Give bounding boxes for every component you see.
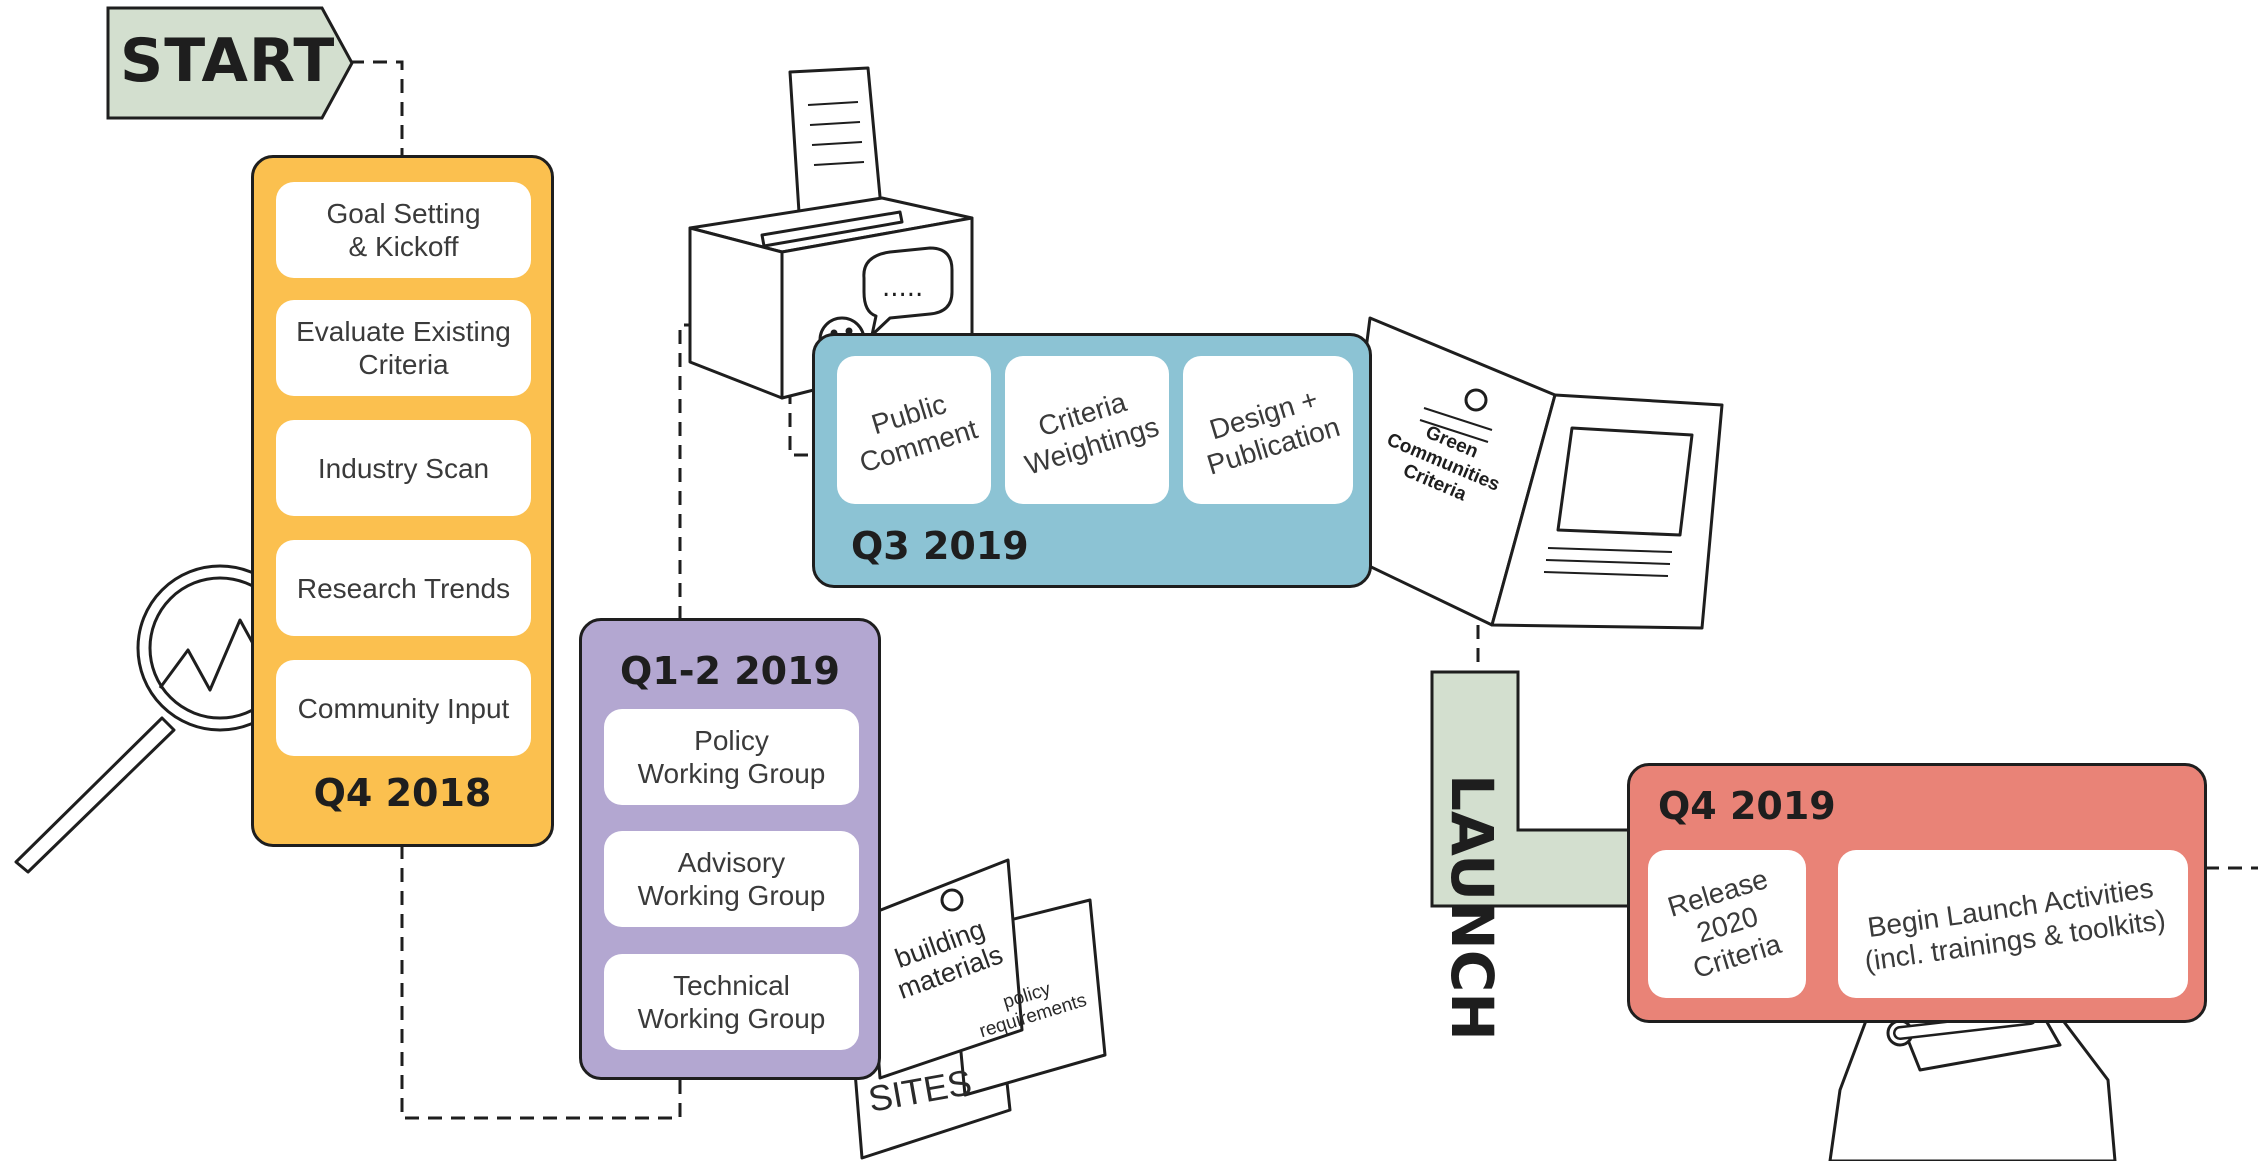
phase-q3-2019: Public Comment Criteria Weightings Desig…	[812, 333, 1372, 588]
task-design-publication-text: Design + Publication	[1202, 383, 1343, 481]
phase-title-q1-2-2019: Q1-2 2019	[620, 649, 840, 693]
launch-label-text: LAUNCH	[1438, 774, 1506, 1041]
task-begin-launch: Begin Launch Activities (incl. trainings…	[1838, 850, 2188, 998]
phase-q4-2019: Q4 2019 Release 2020 Criteria Begin Laun…	[1627, 763, 2207, 1023]
task-policy-working-group: Policy Working Group	[604, 709, 859, 805]
task-evaluate-criteria: Evaluate Existing Criteria	[276, 300, 531, 396]
task-advisory-working-group: Advisory Working Group	[604, 831, 859, 927]
phase-title-q4-2019: Q4 2019	[1658, 784, 1836, 828]
task-criteria-weightings-text: Criteria Weightings	[1021, 386, 1163, 481]
phase-q4-2018: Goal Setting & Kickoff Evaluate Existing…	[251, 155, 554, 847]
task-design-publication: Design + Publication	[1183, 356, 1353, 504]
task-research-trends: Research Trends	[276, 540, 531, 636]
ballot-box-icon: .....	[688, 66, 974, 400]
task-begin-launch-text: Begin Launch Activities (incl. trainings…	[1862, 872, 2168, 977]
task-public-comment-text: Public Comment	[856, 388, 982, 479]
task-release-criteria: Release 2020 Criteria	[1648, 850, 1806, 998]
connector-box-to-q3	[788, 390, 815, 457]
start-flag	[106, 6, 354, 120]
criteria-booklet-icon	[1338, 316, 1724, 630]
phase-q1-2-2019: Q1-2 2019 Policy Working Group Advisory …	[579, 618, 881, 1080]
task-criteria-weightings: Criteria Weightings	[1005, 356, 1169, 504]
phase-title-q4-2018: Q4 2018	[313, 771, 492, 815]
task-public-comment: Public Comment	[837, 356, 991, 504]
start-label: START	[120, 26, 336, 96]
svg-text:.....: .....	[882, 273, 923, 303]
launch-label: LAUNCH	[1438, 684, 1640, 1041]
task-technical-working-group: Technical Working Group	[604, 954, 859, 1050]
task-community-input: Community Input	[276, 660, 531, 756]
phase-title-q3-2019: Q3 2019	[851, 524, 1029, 568]
connector-start-to-q4-2018	[350, 60, 404, 155]
task-goal-setting: Goal Setting & Kickoff	[276, 182, 531, 278]
connector-q1-2019-to-q3-2019	[678, 323, 718, 620]
task-industry-scan: Industry Scan	[276, 420, 531, 516]
task-release-criteria-text: Release 2020 Criteria	[1663, 862, 1785, 984]
